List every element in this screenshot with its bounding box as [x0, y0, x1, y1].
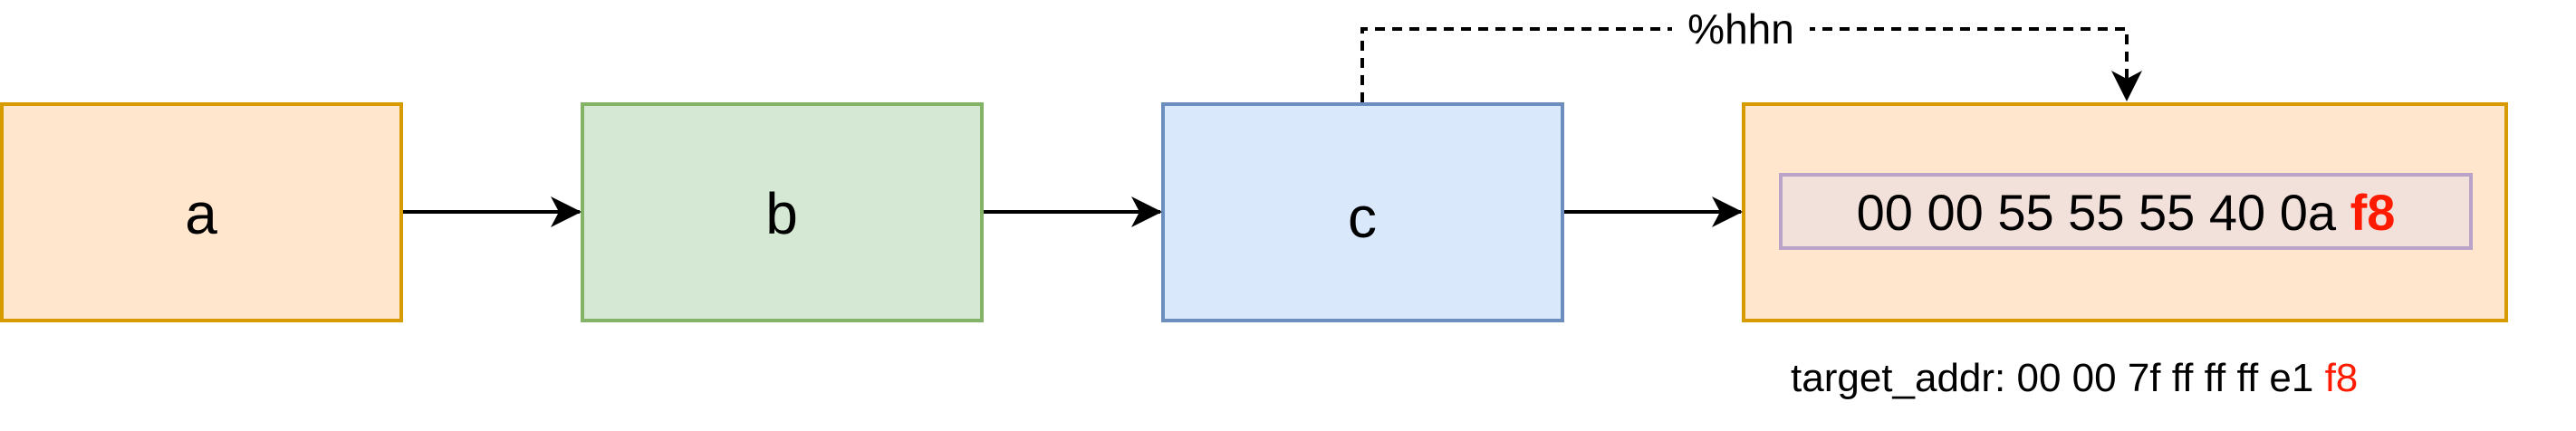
hhn-write-arrow: %hhn — [1360, 5, 2142, 102]
memory-bytes-prefix: 00 00 55 55 55 40 0a — [1857, 184, 2350, 241]
target-node: 00 00 55 55 55 40 0a f8 — [1742, 102, 2508, 322]
node-c: c — [1161, 102, 1564, 322]
target-addr-highlight: f8 — [2325, 356, 2359, 400]
node-a-box — [0, 102, 403, 322]
hhn-label-background — [1672, 5, 1810, 53]
node-c-label: c — [1348, 185, 1377, 250]
node-c-box — [1161, 102, 1564, 322]
node-a: a — [0, 102, 403, 322]
memory-bytes-highlight: f8 — [2350, 184, 2396, 241]
target-addr-caption: target_addr: 00 00 7f ff ff ff e1 f8 — [1791, 356, 2358, 400]
node-b-box — [581, 102, 984, 322]
memory-bytes-box — [1779, 173, 2473, 250]
node-b: b — [581, 102, 984, 322]
memory-bytes-text: 00 00 55 55 55 40 0a f8 — [1857, 184, 2396, 241]
hhn-edge-label: %hhn — [1687, 5, 1794, 53]
node-b-label: b — [765, 181, 798, 246]
target-addr-prefix: target_addr: 00 00 7f ff ff ff e1 — [1791, 356, 2325, 400]
node-a-label: a — [185, 181, 217, 246]
